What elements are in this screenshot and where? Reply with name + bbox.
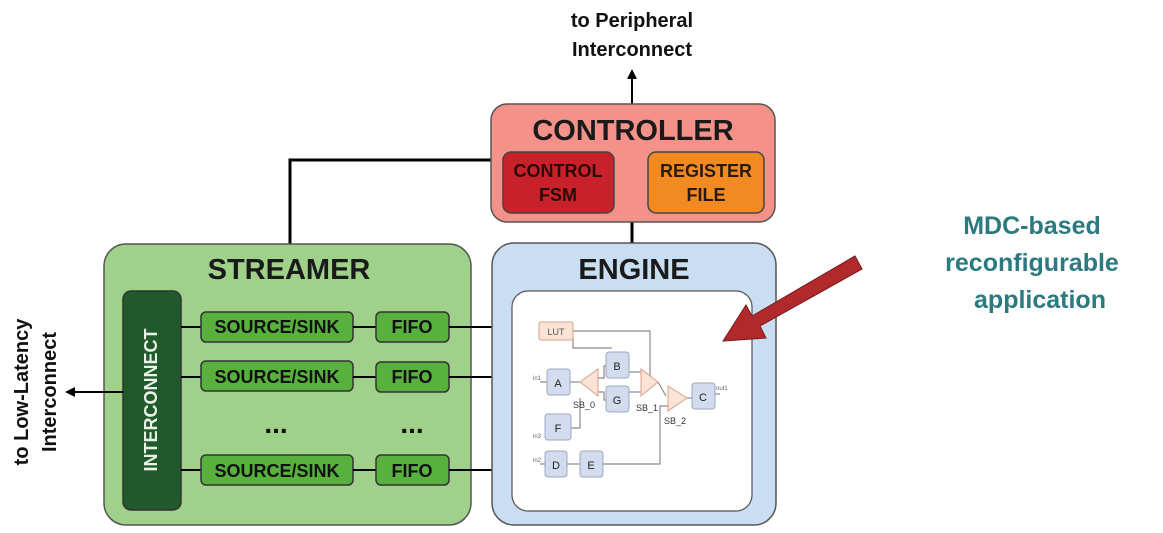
node-b-label: B	[613, 361, 620, 373]
node-f-label: F	[555, 423, 562, 435]
register-file-block	[647, 151, 765, 214]
node-a-label: A	[554, 378, 562, 390]
source-sink-label-1: SOURCE/SINK	[214, 317, 339, 337]
node-d-label: D	[552, 460, 560, 472]
annotation-line1: MDC-based	[963, 212, 1101, 240]
port-out1: out1	[716, 386, 728, 392]
control-fsm-block	[502, 151, 615, 214]
source-sink-label-2: SOURCE/SINK	[214, 367, 339, 387]
fifo-label-2: FIFO	[392, 367, 433, 387]
node-c-label: C	[699, 392, 707, 404]
node-c	[691, 382, 716, 410]
interconnect-block	[122, 290, 182, 511]
e-sb2-wire	[603, 405, 668, 465]
control-fsm-line1: CONTROL	[514, 161, 603, 181]
fifo-label-3: FIFO	[392, 461, 433, 481]
dataflow-graph	[540, 330, 720, 465]
annotation-line2: reconfigurable	[945, 249, 1119, 277]
top-label-line1: to Peripheral	[571, 10, 693, 32]
node-e	[579, 450, 604, 478]
node-e-label: E	[587, 460, 594, 472]
annotation-arrow	[722, 255, 863, 342]
node-g	[605, 385, 630, 413]
node-b	[605, 351, 630, 379]
node-g-label: G	[613, 395, 622, 407]
switch-sb0	[579, 368, 599, 398]
control-fsm-line2: FSM	[539, 185, 577, 205]
node-f	[544, 413, 572, 441]
engine-title: ENGINE	[578, 254, 689, 286]
top-label-line2: Interconnect	[572, 39, 692, 61]
port-in3: in3	[533, 434, 542, 440]
sb1-sb2-wire	[657, 381, 667, 397]
source-sink-label-3: SOURCE/SINK	[214, 461, 339, 481]
node-d	[544, 450, 568, 478]
annotation-line3: application	[974, 286, 1106, 314]
sb0-b-wire	[598, 365, 606, 379]
port-in2: in2	[533, 458, 542, 464]
engine-app-panel	[511, 290, 753, 512]
port-in1: in1	[533, 376, 542, 382]
node-a	[546, 368, 571, 396]
switch-sb2-label: SB_2	[664, 416, 686, 426]
lut-wire-b	[572, 338, 612, 349]
fifo-label-1: FIFO	[392, 317, 433, 337]
lut-node	[538, 321, 574, 341]
sb0-g-wire	[598, 391, 606, 401]
streamer-title: STREAMER	[208, 254, 371, 286]
register-file-line2: FILE	[687, 185, 726, 205]
lut-label: LUT	[547, 327, 565, 337]
f-sb0-wire	[571, 398, 581, 429]
switch-sb2	[667, 385, 688, 412]
streamer-controller-wire	[288, 158, 492, 245]
register-file-line1: REGISTER	[660, 161, 752, 181]
ellipsis-right: ...	[400, 408, 423, 439]
switch-sb0-label: SB_0	[573, 400, 595, 410]
switch-sb1-label: SB_1	[636, 403, 658, 413]
switch-sb1	[640, 367, 659, 398]
lut-wire	[560, 330, 651, 388]
controller-title: CONTROLLER	[532, 115, 733, 147]
ellipsis-left: ...	[264, 408, 287, 439]
interconnect-label: INTERCONNECT	[141, 328, 161, 471]
